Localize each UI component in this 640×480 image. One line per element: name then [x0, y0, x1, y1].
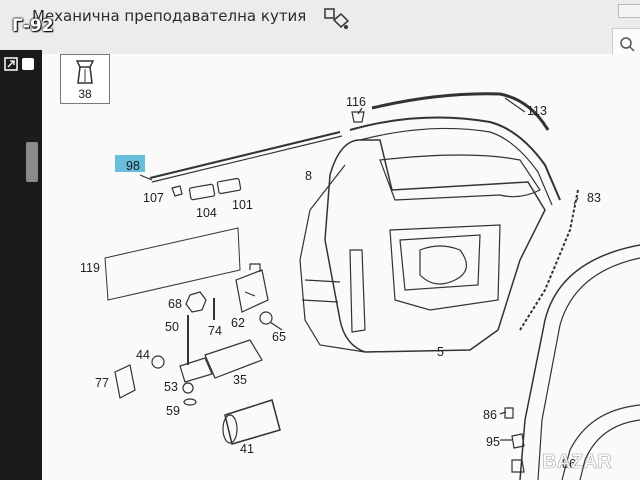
part-thumbnail[interactable]: 38: [60, 54, 110, 104]
title-bar: Механична преподавателна кутия: [0, 0, 640, 45]
document-title: Механична преподавателна кутия: [32, 7, 307, 25]
window-control-button[interactable]: [618, 4, 640, 18]
label-119[interactable]: 119: [80, 261, 100, 275]
label-95[interactable]: 95: [486, 435, 500, 449]
panel-scrollbar[interactable]: [26, 142, 38, 182]
part-number-label: Г-92: [12, 16, 54, 36]
label-62[interactable]: 62: [231, 316, 245, 330]
label-44[interactable]: 44: [136, 348, 150, 362]
label-8[interactable]: 8: [305, 169, 312, 183]
label-101[interactable]: 101: [232, 198, 253, 212]
label-86[interactable]: 86: [483, 408, 497, 422]
label-68[interactable]: 68: [168, 297, 182, 311]
label-35[interactable]: 35: [233, 373, 247, 387]
label-98[interactable]: 98: [126, 159, 140, 173]
thumbnail-number: 38: [78, 87, 92, 101]
label-83[interactable]: 83: [587, 191, 601, 205]
label-50[interactable]: 50: [165, 320, 179, 334]
label-116[interactable]: 116: [346, 95, 366, 109]
bazar-watermark-logo: BAZAR: [542, 451, 613, 474]
label-104[interactable]: 104: [196, 206, 217, 220]
label-41[interactable]: 41: [240, 442, 254, 456]
label-113[interactable]: 113: [527, 104, 547, 118]
label-77[interactable]: 77: [95, 376, 109, 390]
watermark-text: BAZAR: [542, 451, 613, 473]
clip-icon: [75, 60, 95, 84]
label-86b[interactable]: 86: [562, 457, 576, 471]
label-74[interactable]: 74: [208, 324, 222, 338]
label-107[interactable]: 107: [143, 191, 164, 205]
label-53[interactable]: 53: [164, 380, 178, 394]
search-icon: [620, 37, 635, 52]
label-highlight: [115, 155, 145, 172]
diagram-canvas: [42, 54, 640, 480]
left-panel: [0, 50, 42, 480]
paint-bucket-icon[interactable]: [322, 6, 352, 32]
label-5[interactable]: 5: [437, 345, 444, 359]
label-59[interactable]: 59: [166, 404, 180, 418]
label-65[interactable]: 65: [272, 330, 286, 344]
expand-icon[interactable]: [2, 54, 38, 74]
